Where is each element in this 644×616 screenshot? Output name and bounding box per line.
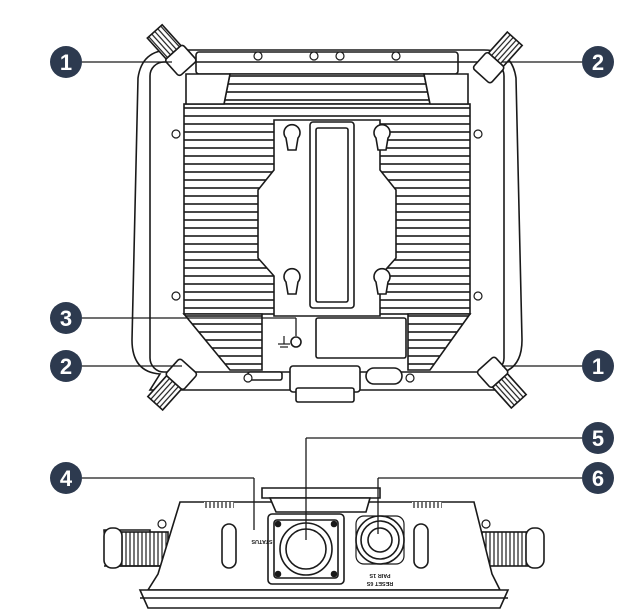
callout-1-bottom-right: 1: [582, 350, 614, 382]
hinge-tab: [261, 487, 381, 499]
bottom-oval-port: [365, 367, 403, 385]
svg-text:2: 2: [592, 50, 604, 75]
wedge-top-right: [423, 73, 469, 105]
keyhole-slots: [283, 123, 391, 295]
svg-text:6: 6: [592, 466, 604, 491]
fins-bottom-left: [182, 313, 263, 371]
antenna-bottom-right: [476, 356, 528, 410]
antenna-bottom-left: [146, 358, 198, 412]
ground-screw: [290, 336, 302, 348]
wedge-top-left: [185, 73, 231, 105]
svg-text:1: 1: [60, 50, 72, 75]
status-label: STATUS: [251, 538, 273, 544]
fins-bottom-right: [407, 313, 472, 371]
bracket-rail: [309, 121, 355, 309]
callout-2-top-right: 2: [582, 46, 614, 78]
label-plate: [315, 317, 407, 359]
svg-text:5: 5: [592, 426, 604, 451]
side-oval-right: [413, 523, 429, 569]
antenna-top-left: [146, 23, 197, 77]
device-back-view: [131, 23, 528, 412]
callout-1-top-left: 1: [50, 46, 82, 78]
pair-button-icon: [355, 515, 405, 565]
ground-icon: [278, 336, 290, 348]
pair-label: PAIR 1S: [369, 572, 390, 578]
svg-text:1: 1: [592, 354, 604, 379]
svg-text:3: 3: [60, 306, 72, 331]
bottom-small-tab: [247, 371, 283, 381]
face-screws: [171, 51, 483, 383]
callout-6-pair: 6: [582, 462, 614, 494]
svg-text:4: 4: [60, 466, 73, 491]
top-recess: [223, 73, 431, 105]
callout-4-status: 4: [50, 462, 82, 494]
device-bottom-view: [103, 487, 545, 609]
callout-5-power: 5: [582, 422, 614, 454]
antenna-cable-left: [103, 527, 170, 569]
power-port-icon: [267, 513, 345, 585]
callout-3-ground: 3: [50, 302, 82, 334]
side-oval-left: [221, 523, 237, 569]
antenna-cable-right: [481, 527, 545, 569]
callout-2-bottom-left: 2: [50, 350, 82, 382]
antenna-top-right: [472, 30, 524, 84]
svg-text:2: 2: [60, 354, 72, 379]
callout-lines: [82, 61, 582, 540]
reset-label: RESET 6S: [366, 580, 393, 586]
